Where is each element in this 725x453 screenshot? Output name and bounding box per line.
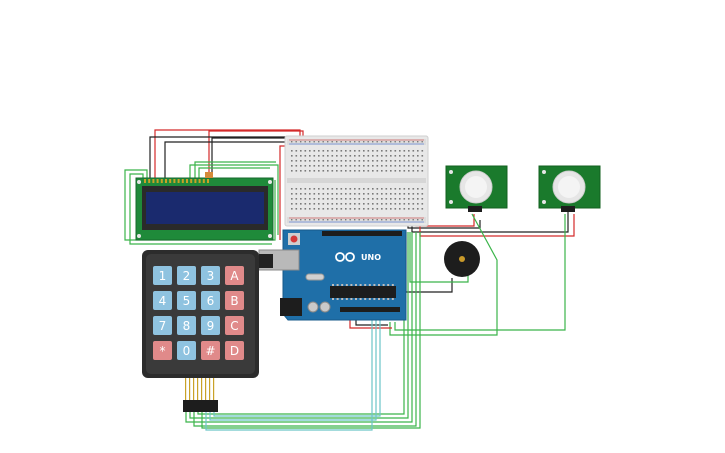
piezo-buzzer[interactable] — [444, 241, 480, 277]
capacitor-icon — [307, 301, 319, 313]
keypad-key-9[interactable]: 9 — [201, 316, 220, 335]
arduino-uno[interactable]: UNO — [258, 229, 407, 321]
mount-hole-icon — [137, 180, 141, 184]
keypad-pin-header — [183, 400, 218, 412]
keypad-key-label: 4 — [159, 294, 167, 308]
wire-green[interactable] — [124, 169, 276, 241]
wire-black[interactable] — [149, 136, 297, 180]
keypad-key-1[interactable]: 1 — [153, 266, 172, 285]
wire-green[interactable] — [194, 161, 276, 180]
crystal-icon — [305, 273, 325, 281]
keypad-key-star[interactable]: * — [153, 341, 172, 360]
keypad-key-label: 3 — [207, 269, 215, 283]
keypad-key-label: C — [230, 319, 238, 333]
keypad-key-label: D — [230, 344, 239, 358]
wire-green[interactable] — [198, 167, 270, 180]
keypad-key-5[interactable]: 5 — [177, 291, 196, 310]
keypad-key-label: A — [230, 269, 239, 283]
keypad-key-label: 8 — [183, 319, 191, 333]
keypad-key-7[interactable]: 7 — [153, 316, 172, 335]
wire-green[interactable] — [129, 173, 272, 245]
arduino-logo-icon — [335, 252, 355, 262]
keypad-key-label: 5 — [183, 294, 191, 308]
keypad-key-8[interactable]: 8 — [177, 316, 196, 335]
keypad-key-label: 2 — [183, 269, 191, 283]
keypad-key-label: 1 — [159, 269, 167, 283]
keypad-key-label: # — [205, 344, 215, 358]
keypad-key-hash[interactable]: # — [201, 341, 220, 360]
digital-header — [322, 231, 402, 236]
keypad-key-label: 6 — [207, 294, 215, 308]
keypad-key-b[interactable]: B — [225, 291, 244, 310]
wire-green[interactable] — [189, 164, 279, 235]
mount-hole-icon — [268, 234, 272, 238]
wire-teal[interactable] — [209, 312, 377, 421]
keypad-key-4[interactable]: 4 — [153, 291, 172, 310]
keypad-key-label: B — [230, 294, 238, 308]
buzzer-center-icon — [459, 256, 465, 262]
keypad-4x4[interactable]: 1 2 3 A 4 5 6 B 7 8 9 C * 0 # D — [142, 250, 259, 412]
mount-hole-icon — [268, 180, 272, 184]
power-jack-icon — [280, 298, 302, 316]
wire-green[interactable] — [201, 232, 421, 429]
keypad-key-label: * — [160, 344, 166, 358]
wire-green[interactable] — [389, 213, 498, 336]
keypad-key-d[interactable]: D — [225, 341, 244, 360]
lcd-display[interactable] — [135, 172, 274, 241]
keypad-key-label: 0 — [183, 344, 191, 358]
power-analog-header — [340, 307, 400, 312]
keypad-key-label: 9 — [207, 319, 215, 333]
mount-hole-icon — [137, 234, 141, 238]
keypad-key-3[interactable]: 3 — [201, 266, 220, 285]
microcontroller-chip — [330, 286, 396, 298]
wire-red[interactable] — [419, 214, 575, 237]
lcd-pin-header — [144, 179, 209, 183]
wire-black[interactable] — [164, 141, 288, 180]
wire-green[interactable] — [394, 214, 566, 331]
wire-teal[interactable] — [213, 312, 381, 417]
keypad-key-0[interactable]: 0 — [177, 341, 196, 360]
wire-green[interactable] — [189, 232, 409, 419]
wire-green[interactable] — [197, 232, 405, 415]
pir-sensor-2[interactable] — [538, 165, 601, 212]
keypad-key-2[interactable]: 2 — [177, 266, 196, 285]
wire-teal[interactable] — [205, 312, 373, 431]
keypad-key-6[interactable]: 6 — [201, 291, 220, 310]
reset-button-icon[interactable] — [290, 235, 298, 243]
pir-sensor-1[interactable] — [445, 165, 508, 212]
wire-black[interactable] — [411, 210, 569, 233]
wire-green[interactable] — [185, 232, 413, 423]
wire-black[interactable] — [211, 137, 300, 175]
keypad-key-label: 7 — [159, 319, 167, 333]
wire-green[interactable] — [193, 232, 417, 427]
keypad-key-c[interactable]: C — [225, 316, 244, 335]
breadboard-holes — [291, 141, 424, 221]
keypad-key-a[interactable]: A — [225, 266, 244, 285]
capacitor-icon — [319, 301, 331, 313]
wire-green[interactable] — [409, 232, 469, 283]
potentiometer-icon[interactable] — [205, 172, 213, 178]
breadboard[interactable] — [284, 135, 429, 227]
board-model-label: UNO — [361, 253, 381, 262]
